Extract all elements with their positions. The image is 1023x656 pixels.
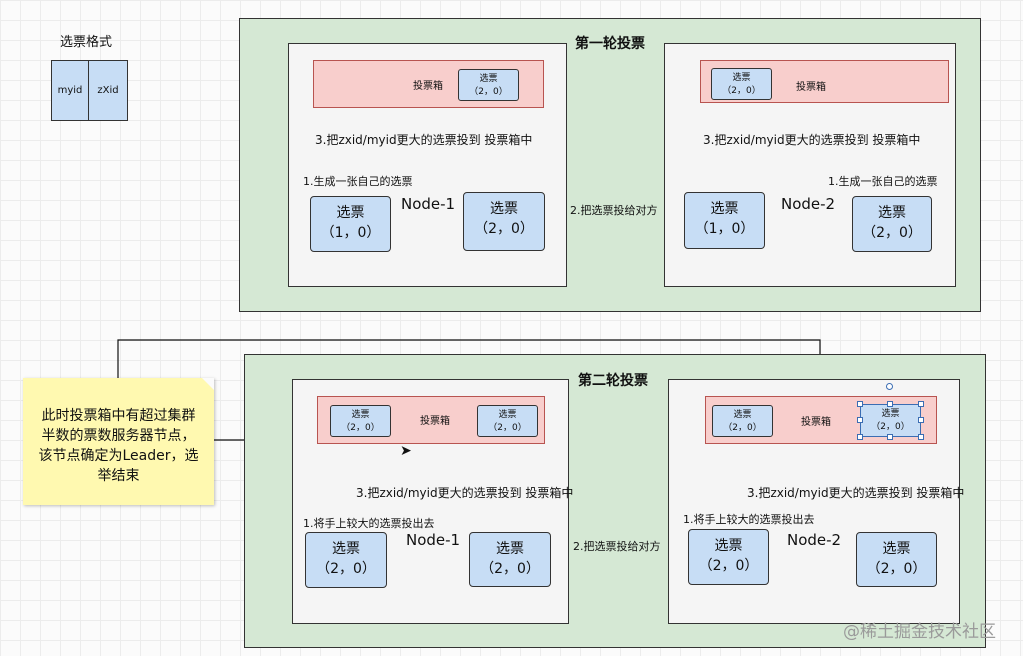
round1-node1-step1: 1.生成一张自己的选票 [303, 175, 413, 188]
round2-node2-step3: 3.把zxid/myid更大的选票投到 投票箱中 [747, 486, 965, 500]
round1-node2-name: Node-2 [781, 195, 836, 213]
box-vote: 选票（2，0） [458, 69, 519, 101]
round2-node1-vote-a: 选票（2，0） [305, 532, 387, 588]
ballot-box-label: 投票箱 [413, 81, 443, 92]
box-vote-selected[interactable]: 选票（2，0） [860, 404, 921, 437]
rotate-handle[interactable] [886, 383, 893, 390]
round1-node2-step1: 1.生成一张自己的选票 [828, 175, 938, 188]
round2-node2-name: Node-2 [787, 531, 842, 549]
note-fold [202, 378, 214, 390]
resize-handle[interactable] [857, 401, 863, 407]
round1-node2-step3: 3.把zxid/myid更大的选票投到 投票箱中 [703, 133, 921, 147]
box-vote: 选票（2，0） [477, 405, 538, 437]
resize-handle[interactable] [887, 401, 893, 407]
resize-handle[interactable] [918, 434, 924, 440]
round1-node2-vote-b: 选票（2，0） [852, 196, 932, 252]
round1-title: 第一轮投票 [575, 36, 645, 52]
round2-title: 第二轮投票 [578, 373, 648, 389]
ballot-box-label: 投票箱 [420, 416, 450, 427]
round1-node2-vote-a: 选票（1，0） [684, 192, 765, 249]
ballot-box-label: 投票箱 [801, 417, 831, 428]
format-zxid-cell: zXid [89, 60, 128, 121]
round1-node1-step3: 3.把zxid/myid更大的选票投到 投票箱中 [315, 133, 533, 147]
format-myid-cell: myid [51, 60, 89, 121]
box-vote: 选票（2，0） [330, 405, 391, 437]
round2-node2-step1: 1.将手上较大的选票投出去 [683, 513, 815, 526]
box-vote: 选票（2，0） [711, 68, 772, 100]
resize-handle[interactable] [918, 417, 924, 423]
round1-exchange-label: 2.把选票投给对方 [570, 204, 658, 217]
resize-handle[interactable] [887, 434, 893, 440]
ballot-box-label: 投票箱 [796, 82, 826, 93]
resize-handle[interactable] [918, 401, 924, 407]
conclusion-note: 此时投票箱中有超过集群 半数的票数服务器节点， 该节点确定为Leader，选 举… [23, 378, 214, 505]
round2-node1-name: Node-1 [406, 531, 461, 549]
resize-handle[interactable] [857, 434, 863, 440]
round2-node2-vote-a: 选票（2，0） [688, 529, 769, 585]
round2-node1-step1: 1.将手上较大的选票投出去 [303, 517, 435, 530]
round1-node1-name: Node-1 [401, 195, 456, 213]
vote-format: myid zXid [51, 60, 128, 121]
round2-node1-vote-b: 选票（2，0） [469, 532, 551, 587]
cursor-icon: ➤ [400, 443, 412, 459]
round2-node1-step3: 3.把zxid/myid更大的选票投到 投票箱中 [356, 486, 574, 500]
box-vote: 选票（2，0） [712, 405, 773, 437]
resize-handle[interactable] [857, 417, 863, 423]
watermark: @稀土掘金技术社区 [843, 622, 996, 642]
round1-node1-vote-a: 选票（1，0） [310, 196, 391, 252]
round2-node2-vote-b: 选票（2，0） [856, 532, 937, 587]
format-title: 选票格式 [60, 35, 113, 50]
round1-node1-vote-b: 选票（2，0） [463, 192, 545, 251]
round2-exchange-label: 2.把选票投给对方 [573, 540, 661, 553]
